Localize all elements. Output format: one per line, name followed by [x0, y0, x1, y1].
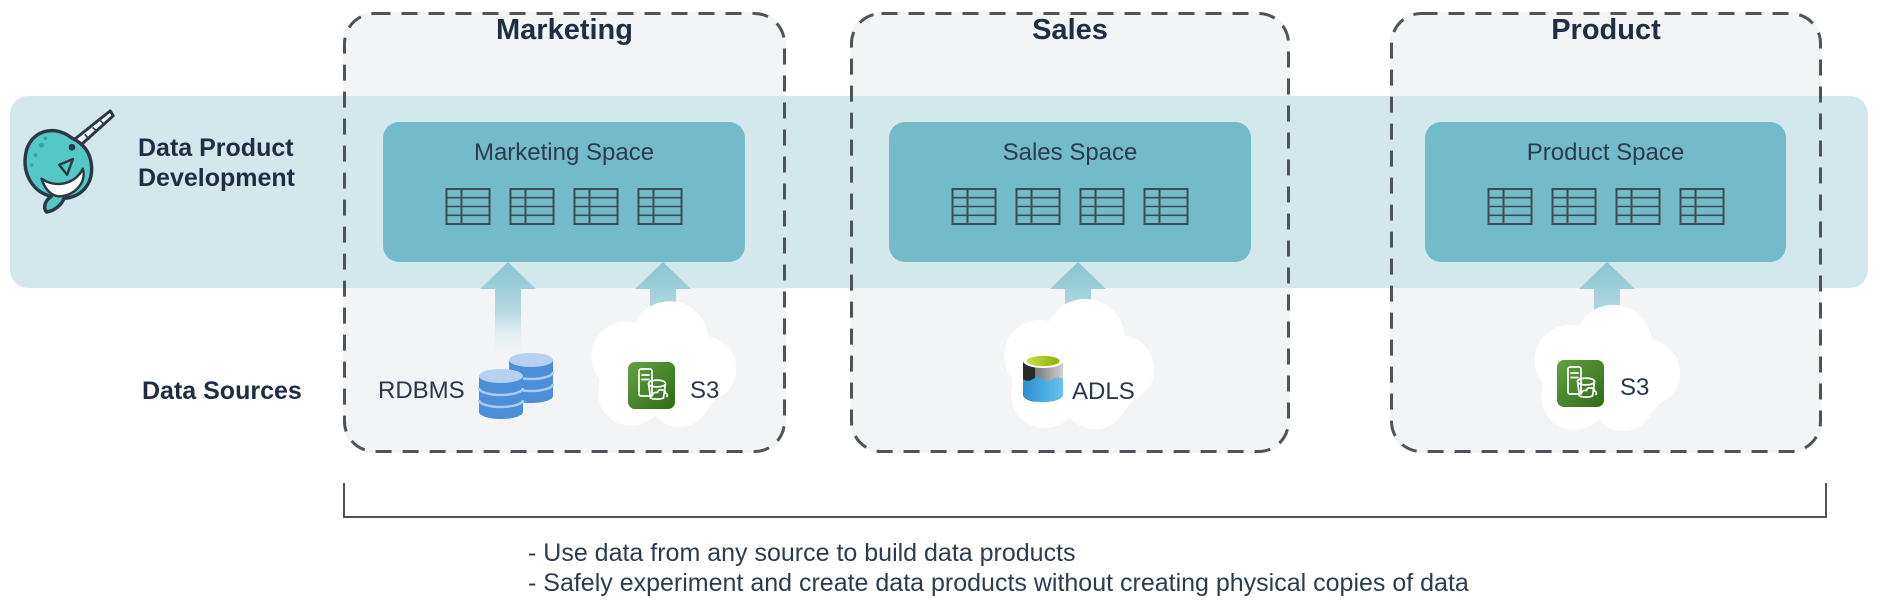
aws-s3-icon: [628, 362, 675, 409]
table-icon: [509, 188, 555, 225]
space-label: Marketing Space: [473, 139, 655, 166]
table-icon: [1551, 188, 1596, 225]
table-icon: [1679, 188, 1724, 225]
cloud-shape: [1004, 299, 1154, 429]
lane-label-data-sources: Data Sources: [142, 377, 302, 405]
department-title-marketing: Marketing: [496, 14, 633, 46]
marketing-space-box: Marketing Space: [383, 122, 745, 262]
table-icon: [445, 188, 491, 225]
table-icon: [1015, 188, 1061, 225]
product-space-box: Product Space: [1425, 122, 1786, 262]
note-line: - Use data from any source to build data…: [528, 539, 1076, 567]
lane-label-line1: Data Product: [138, 134, 294, 162]
space-label: Sales Space: [1002, 139, 1138, 166]
department-title-sales: Sales: [1032, 14, 1108, 46]
diagram-notes: - Use data from any source to build data…: [528, 538, 1469, 598]
source-label-rdbms: RDBMS: [378, 377, 465, 404]
table-icon: [1143, 188, 1189, 225]
source-label-s3: S3: [1620, 374, 1650, 401]
narwhal-mascot-icon: [23, 109, 115, 214]
note-line: - Safely experiment and create data prod…: [528, 569, 1469, 597]
space-label: Product Space: [1526, 139, 1685, 166]
table-icon: [637, 188, 683, 225]
table-icon: [1487, 188, 1532, 225]
table-icon-row: [889, 188, 1251, 225]
source-label-s3: S3: [690, 377, 720, 404]
table-icon: [951, 188, 997, 225]
lane-label-data-product-development: Data Product Development: [138, 133, 295, 193]
azure-adls-icon: [1023, 354, 1063, 402]
rdbms-database-icon: [478, 353, 554, 419]
table-icon: [573, 188, 619, 225]
lane-label-line2: Development: [138, 164, 295, 192]
scope-bracket: [343, 483, 1827, 518]
source-label-adls: ADLS: [1072, 378, 1135, 405]
table-icon-row: [383, 188, 745, 225]
table-icon: [1079, 188, 1125, 225]
table-icon-row: [1425, 188, 1786, 225]
sales-space-box: Sales Space: [889, 122, 1251, 262]
up-arrow-icon: [480, 262, 536, 357]
department-title-product: Product: [1551, 14, 1661, 46]
table-icon: [1615, 188, 1660, 225]
aws-s3-icon: [1557, 360, 1604, 407]
